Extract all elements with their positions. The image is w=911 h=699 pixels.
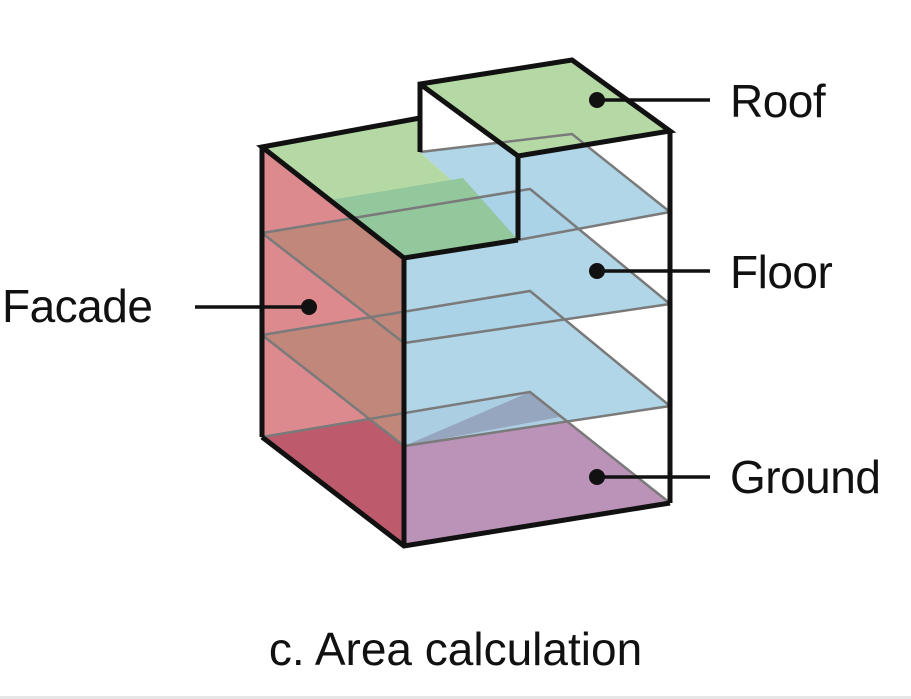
facade-label: Facade [2,280,153,332]
facade-floor-overlap-upper [262,210,404,343]
outline-lower-top [256,115,519,261]
ground-floor-overlap [404,392,560,446]
bottom-border [0,696,911,699]
ground-facade-overlap [262,412,404,546]
roof-label: Roof [730,75,826,127]
floor-dot [589,263,605,279]
floor-label: Floor [730,246,833,298]
ground-dot [589,469,605,485]
outline-bottom [260,435,671,549]
roof-upper [420,60,670,156]
floor-top-edge [419,132,673,242]
facade-floor-overlap-lower [262,312,404,446]
outline-upper-box [417,57,677,159]
figure-caption: c. Area calculation [268,623,643,675]
roof-dot [589,92,605,108]
ground-edge [261,390,671,504]
facade-dot [301,299,317,315]
floor-plane-top [420,134,670,240]
ground-label: Ground [730,451,881,503]
